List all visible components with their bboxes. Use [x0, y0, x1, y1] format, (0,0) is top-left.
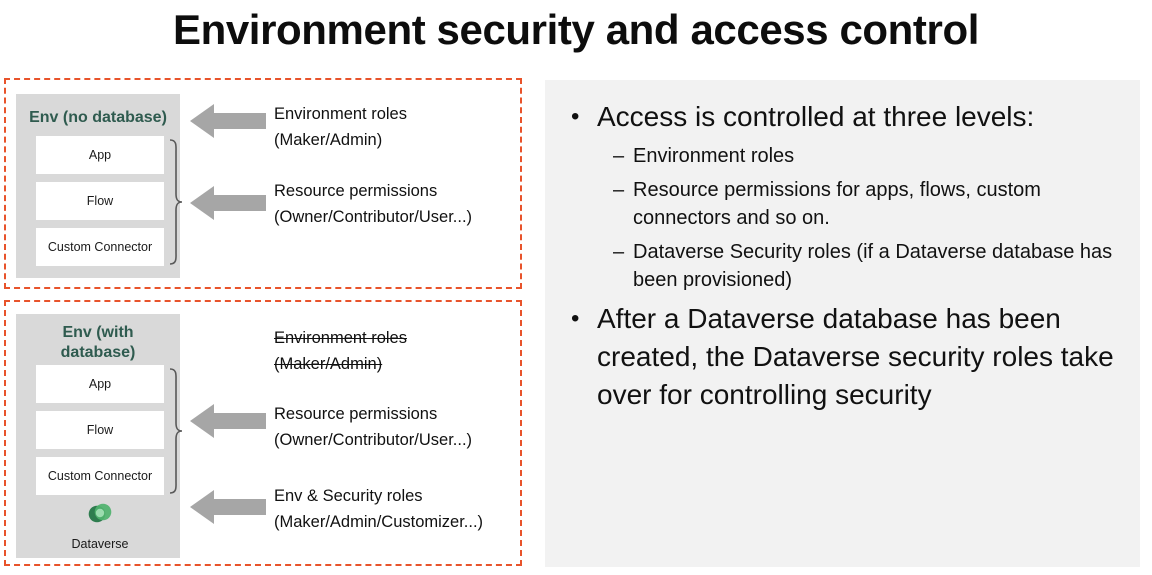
callout-line-1: Environment roles [274, 105, 407, 123]
content-panel: • Access is controlled at three levels: … [545, 80, 1140, 567]
callout-resource-permissions: Resource permissions (Owner/Contributor/… [274, 178, 472, 230]
resource-card-app: App [36, 136, 164, 174]
callout-line-2: (Maker/Admin/Customizer...) [274, 513, 484, 531]
arrow-resource-permissions [190, 186, 266, 220]
resource-card-label: Flow [86, 193, 114, 208]
callout-line-2: (Owner/Contributor/User...) [274, 208, 473, 226]
env-title-no-database: Env (no database) [29, 109, 167, 126]
resource-card-flow: Flow [36, 411, 164, 449]
resource-card-label: App [88, 147, 112, 162]
bullet-access-levels: • Access is controlled at three levels: [571, 98, 1116, 136]
bullet-marker-icon: • [571, 103, 580, 130]
page-title: Environment security and access control [172, 6, 979, 53]
env-title-with-database: Env (with database) [16, 323, 180, 363]
resource-card-label: Flow [86, 422, 114, 437]
dash-marker-icon: – [613, 145, 625, 167]
callout-line-1: Env & Security roles [274, 487, 423, 505]
resource-card-label: Custom Connector [47, 239, 153, 254]
bullet-marker-icon: • [571, 305, 580, 332]
access-levels-sublist: – Environment roles – Resource permissio… [613, 142, 1123, 300]
list-item: – Dataverse Security roles (if a Dataver… [613, 238, 1123, 294]
arrow-resource-permissions [190, 404, 266, 438]
callout-line-1: Resource permissions [274, 182, 438, 200]
callout-line-1: Resource permissions [274, 405, 438, 423]
list-item: – Resource permissions for apps, flows, … [613, 176, 1123, 232]
curly-brace-icon [166, 138, 184, 266]
callout-resource-permissions: Resource permissions (Owner/Contributor/… [274, 401, 472, 453]
bullet-dataverse-takeover: • After a Dataverse database has been cr… [571, 300, 1116, 414]
env-title-line-1: Env (with [62, 324, 134, 341]
dataverse-icon [36, 500, 164, 533]
callout-env-security-roles: Env & Security roles (Maker/Admin/Custom… [274, 483, 483, 535]
arrow-environment-roles [190, 104, 266, 138]
callout-line-2: (Owner/Contributor/User...) [274, 431, 473, 449]
dash-marker-icon: – [613, 241, 625, 263]
resource-card-custom-connector: Custom Connector [36, 457, 164, 495]
callout-environment-roles: Environment roles (Maker/Admin) [274, 101, 407, 153]
resource-card-label: Custom Connector [47, 468, 153, 483]
callout-line-2: (Maker/Admin) [274, 131, 383, 149]
dataverse-resource: Dataverse [36, 500, 164, 552]
env-container-no-database: Env (no database) App Flow Custom Connec… [16, 94, 183, 278]
dataverse-label: Dataverse [71, 537, 129, 551]
list-item-label: Environment roles [633, 145, 795, 167]
arrow-env-security-roles [190, 490, 266, 524]
callout-line-1: Environment roles [274, 329, 407, 347]
resource-card-app: App [36, 365, 164, 403]
env-title-line-2: database) [60, 344, 136, 361]
callout-environment-roles-struck: Environment roles (Maker/Admin) [274, 325, 407, 377]
list-item-label: Resource permissions for apps, flows, cu… [633, 179, 1041, 229]
env-container-with-database: Env (with database) App Flow Custom Conn… [16, 314, 183, 558]
bullet-text: After a Dataverse database has been crea… [597, 303, 1114, 410]
list-item-label: Dataverse Security roles (if a Dataverse… [633, 241, 1113, 291]
callout-line-2: (Maker/Admin) [274, 355, 383, 373]
resource-card-flow: Flow [36, 182, 164, 220]
diagram-panel-with-database: Env (with database) App Flow Custom Conn… [4, 300, 522, 566]
list-item: – Environment roles [613, 142, 1123, 170]
bullet-text: Access is controlled at three levels: [597, 101, 1035, 132]
curly-brace-icon [166, 367, 184, 495]
resource-card-label: App [88, 376, 112, 391]
dash-marker-icon: – [613, 179, 625, 201]
resource-card-custom-connector: Custom Connector [36, 228, 164, 266]
